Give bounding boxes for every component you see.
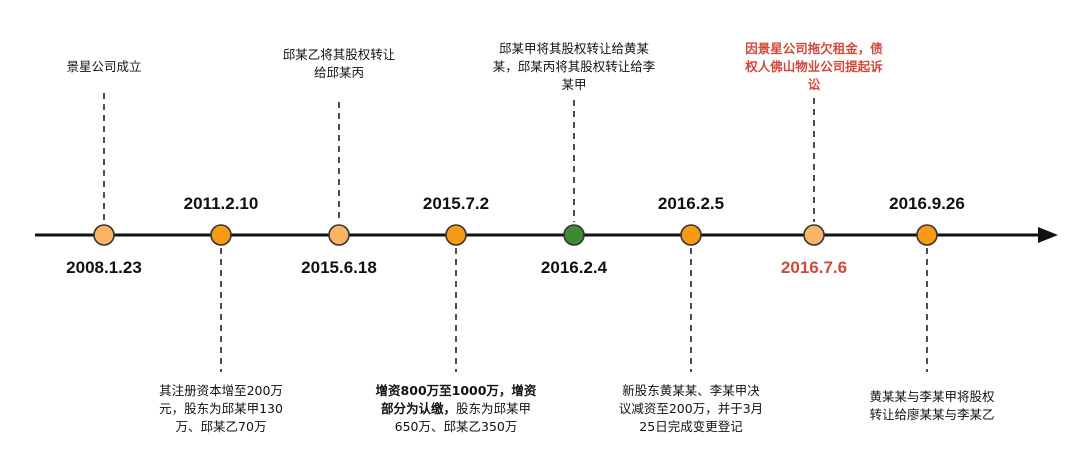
timeline-nodes: [93, 224, 938, 246]
event-note-highlight: 因景星公司拖欠租金，债 权人佛山物业公司提起诉 讼: [719, 40, 909, 94]
event-note-line: 邱某乙将其股权转让: [282, 47, 396, 62]
timeline-node: [563, 224, 585, 246]
timeline-node: [803, 224, 825, 246]
timeline-node: [93, 224, 115, 246]
timeline-node: [916, 224, 938, 246]
timeline-node: [328, 224, 350, 246]
event-note-line-bold: 部分为认缴，: [380, 401, 456, 416]
date-label: 2016.2.5: [657, 194, 725, 213]
event-note-line: 权人佛山物业公司提起诉: [745, 59, 883, 74]
date-label: 2016.9.26: [889, 194, 965, 213]
event-note: 黄某某与李某甲将股权 转让给廖某某与李某乙: [847, 388, 1017, 424]
event-note-line: 讼: [807, 77, 821, 92]
date-label: 2011.2.10: [183, 194, 259, 213]
event-note-line: 元，股东为邱某甲130: [159, 401, 283, 416]
date-label: 2015.7.2: [422, 194, 490, 213]
date-label: 2015.6.18: [301, 258, 377, 277]
event-note-line: 其注册资本增至200万: [159, 383, 283, 398]
event-note: 邱某乙将其股权转让 给邱某丙: [264, 46, 414, 82]
event-note-line-bold: 增资800万至1000万，增资: [375, 383, 537, 398]
event-note-line: 邱某甲将其股权转让给黄某: [498, 41, 649, 56]
event-note-line: 某，邱某丙将其股权转让给李: [492, 59, 656, 74]
timeline-node: [210, 224, 232, 246]
event-note: 增资800万至1000万，增资 部分为认缴，股东为邱某甲 650万、邱某乙350…: [356, 382, 556, 436]
timeline-arrowhead: [1038, 227, 1058, 243]
connector-lines: [103, 93, 928, 372]
event-note-line: 25日完成变更登记: [639, 419, 743, 434]
event-note: 景星公司成立: [44, 58, 164, 76]
timeline-node: [445, 224, 467, 246]
event-note-line: 景星公司成立: [66, 59, 142, 74]
event-note: 邱某甲将其股权转让给黄某 某，邱某丙将其股权转让给李 某甲: [474, 40, 674, 94]
event-note-line: 议减资至200万，并于3月: [618, 401, 764, 416]
event-note-line: 万、邱某乙70万: [175, 419, 267, 434]
event-note-line: 给邱某丙: [313, 65, 364, 80]
event-note-line: 650万、邱某乙350万: [394, 419, 518, 434]
event-note: 新股东黄某某、李某甲决 议减资至200万，并于3月 25日完成变更登记: [596, 382, 786, 436]
date-label: 2016.2.4: [540, 258, 608, 277]
event-note-line: 转让给廖某某与李某乙: [869, 407, 995, 422]
date-label: 2008.1.23: [66, 258, 142, 277]
event-note: 其注册资本增至200万 元，股东为邱某甲130 万、邱某乙70万: [141, 382, 301, 436]
event-note-line: 黄某某与李某甲将股权: [869, 389, 995, 404]
event-note-line: 股东为邱某甲: [456, 401, 532, 416]
event-note-line: 新股东黄某某、李某甲决: [622, 383, 760, 398]
event-note-line: 某甲: [561, 77, 587, 92]
timeline-node: [680, 224, 702, 246]
event-note-line: 因景星公司拖欠租金，债: [745, 41, 883, 56]
date-label-highlight: 2016.7.6: [780, 258, 848, 277]
